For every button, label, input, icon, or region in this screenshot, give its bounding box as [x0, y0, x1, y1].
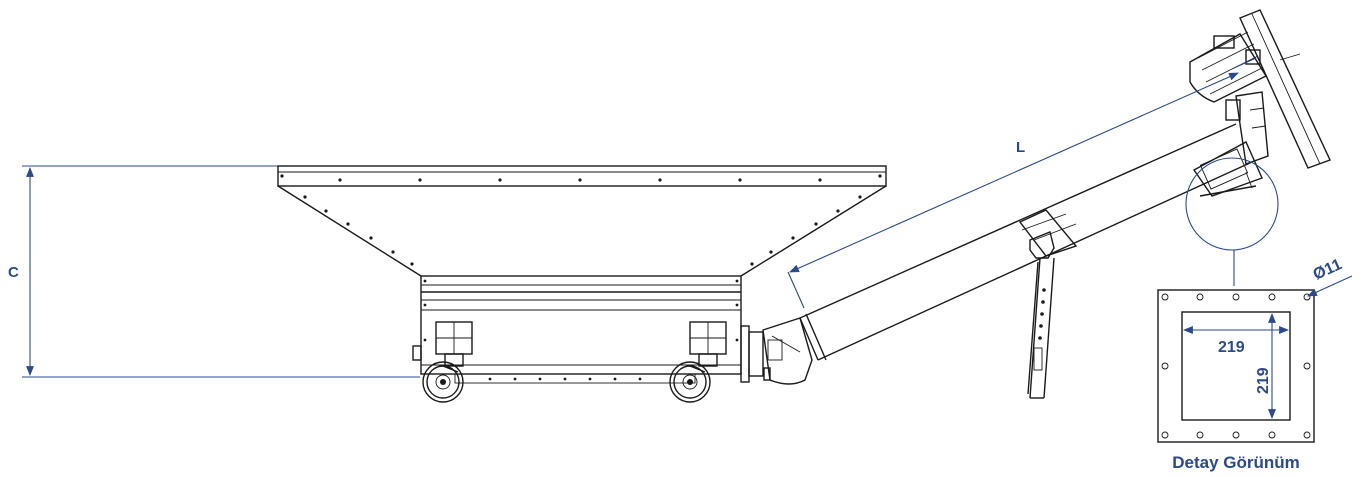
l-dimension-label: L [1016, 139, 1025, 156]
inlet-transition [740, 317, 813, 385]
detail-flange: 219 219 Ø11 [1157, 256, 1353, 443]
detail-caption: Detay Görünüm [1172, 453, 1300, 472]
hopper [277, 165, 887, 384]
height-dimension-label: 219 [1255, 367, 1272, 394]
hole-diameter-label: Ø11 [1311, 256, 1345, 284]
drive-bracket [1225, 91, 1269, 165]
motor [1189, 31, 1267, 103]
left-caster [422, 321, 473, 403]
detail-callout [1185, 157, 1279, 286]
screw-tube [799, 123, 1253, 361]
right-caster [669, 321, 727, 403]
c-dimension-label: C [8, 264, 19, 281]
width-dimension-label: 219 [1218, 339, 1245, 356]
motor-plate [1239, 9, 1331, 169]
outlet-chute [1192, 141, 1263, 197]
l-dimension: L [787, 72, 1239, 309]
bolt-holes [1161, 293, 1311, 439]
support-leg [1027, 231, 1055, 399]
c-dimension: C [8, 165, 420, 378]
